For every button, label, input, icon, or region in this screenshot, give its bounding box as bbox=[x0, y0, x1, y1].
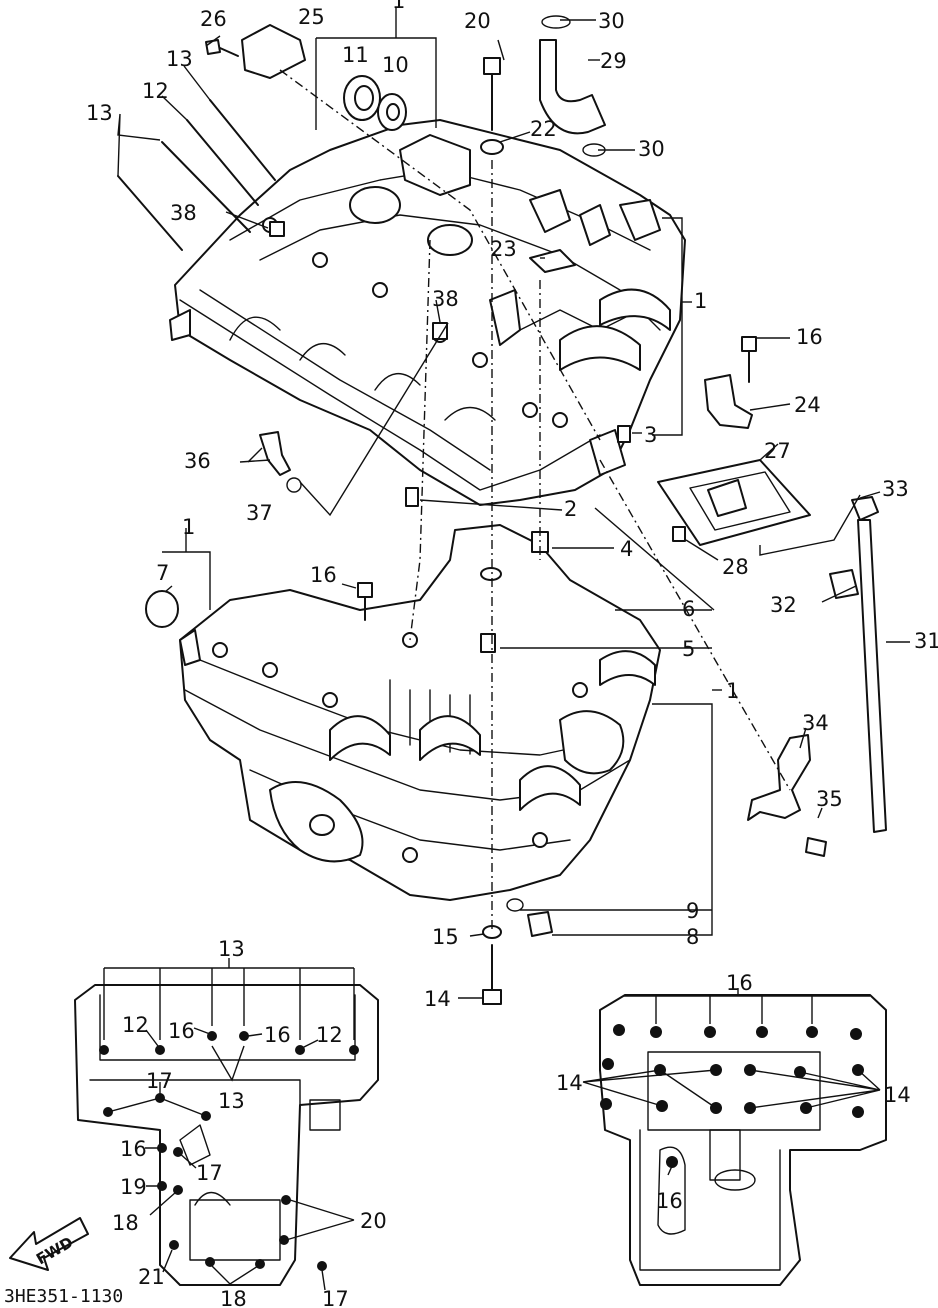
callout-30-mid: 30 bbox=[638, 137, 665, 161]
leader-lines bbox=[117, 8, 910, 999]
callout-32: 32 bbox=[770, 593, 797, 617]
callout-25: 25 bbox=[298, 5, 325, 29]
left-view-callouts: 13 12 16 16 12 17 13 16 17 19 18 20 21 1… bbox=[112, 937, 387, 1308]
callout-4: 4 bbox=[620, 537, 633, 561]
callout-13: 13 bbox=[166, 47, 193, 71]
rv-callout-14-left: 14 bbox=[556, 1071, 583, 1095]
callout-28: 28 bbox=[722, 555, 749, 579]
callout-34: 34 bbox=[802, 711, 829, 735]
lv-callout-21: 21 bbox=[138, 1265, 165, 1289]
callout-1-upper-right: 1 bbox=[694, 289, 707, 313]
callout-31: 31 bbox=[914, 629, 938, 653]
right-view-callouts: 16 14 14 16 bbox=[556, 971, 911, 1213]
callout-16-right: 16 bbox=[796, 325, 823, 349]
lv-callout-19: 19 bbox=[120, 1175, 147, 1199]
lv-callout-16-right: 16 bbox=[264, 1023, 291, 1047]
lv-callout-13-mid: 13 bbox=[218, 1089, 245, 1113]
callout-5: 5 bbox=[682, 637, 695, 661]
lv-callout-17-mid: 17 bbox=[196, 1161, 223, 1185]
callout-7: 7 bbox=[156, 561, 169, 585]
left-view-bolt-markers bbox=[99, 1031, 359, 1271]
callout-37: 37 bbox=[246, 501, 273, 525]
lv-callout-17-bottom: 17 bbox=[322, 1287, 349, 1308]
callout-24: 24 bbox=[794, 393, 821, 417]
callout-14: 14 bbox=[424, 987, 451, 1011]
callout-6: 6 bbox=[682, 597, 695, 621]
callout-30-top: 30 bbox=[598, 9, 625, 33]
callout-3: 3 bbox=[644, 423, 657, 447]
callout-15: 15 bbox=[432, 925, 459, 949]
lv-callout-12-left: 12 bbox=[122, 1013, 149, 1037]
rv-callout-16-bottom: 16 bbox=[656, 1189, 683, 1213]
upper-crankcase bbox=[169, 119, 686, 506]
callout-20: 20 bbox=[464, 9, 491, 33]
callout-27: 27 bbox=[764, 439, 791, 463]
callout-33: 33 bbox=[882, 477, 909, 501]
diagram-code: 3HE351-1130 bbox=[4, 1286, 123, 1307]
fwd-arrow-icon: FWD bbox=[9, 1217, 89, 1271]
callout-29: 29 bbox=[600, 49, 627, 73]
lv-callout-12-right: 12 bbox=[316, 1023, 343, 1047]
callout-22: 22 bbox=[530, 117, 557, 141]
callout-1-left: 1 bbox=[182, 515, 195, 539]
callout-13-left: 13 bbox=[86, 101, 113, 125]
callout-11: 11 bbox=[342, 43, 369, 67]
lower-crankcase bbox=[179, 524, 661, 901]
callout-2: 2 bbox=[564, 497, 577, 521]
callout-1-top: 1 bbox=[392, 0, 405, 13]
callout-38-center: 38 bbox=[432, 287, 459, 311]
callout-1-right: 1 bbox=[726, 679, 739, 703]
callout-23: 23 bbox=[490, 237, 517, 261]
callout-10: 10 bbox=[382, 53, 409, 77]
lv-callout-18-left: 18 bbox=[112, 1211, 139, 1235]
callout-38-left: 38 bbox=[170, 201, 197, 225]
rv-callout-14-right: 14 bbox=[884, 1083, 911, 1107]
lv-callout-13-top: 13 bbox=[218, 937, 245, 961]
callout-8: 8 bbox=[686, 925, 699, 949]
left-bolt-view bbox=[74, 958, 379, 1291]
callout-12: 12 bbox=[142, 79, 169, 103]
right-bolt-view bbox=[582, 988, 887, 1286]
callout-36: 36 bbox=[184, 449, 211, 473]
callout-9: 9 bbox=[686, 899, 699, 923]
lv-callout-20: 20 bbox=[360, 1209, 387, 1233]
lv-callout-16-left: 16 bbox=[168, 1019, 195, 1043]
small-parts bbox=[117, 15, 887, 1005]
rv-callout-16-top: 16 bbox=[726, 971, 753, 995]
lv-callout-16-low: 16 bbox=[120, 1137, 147, 1161]
lv-callout-17-top: 17 bbox=[146, 1069, 173, 1093]
lv-callout-18-bottom: 18 bbox=[220, 1287, 247, 1308]
part-callouts: 26 25 1 11 10 13 12 13 38 20 30 29 22 30… bbox=[86, 0, 938, 1011]
callout-16-center: 16 bbox=[310, 563, 337, 587]
callout-26: 26 bbox=[200, 7, 227, 31]
callout-35: 35 bbox=[816, 787, 843, 811]
